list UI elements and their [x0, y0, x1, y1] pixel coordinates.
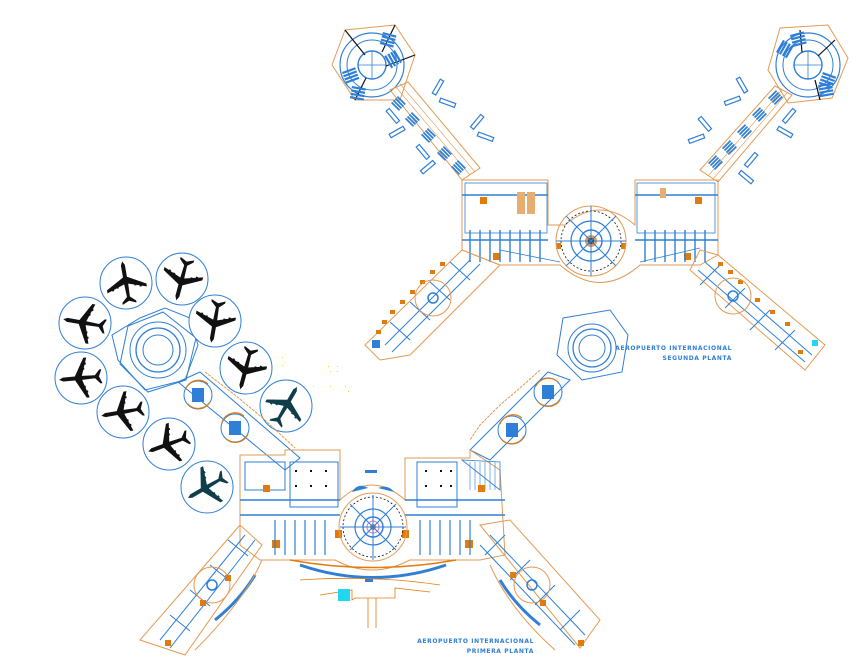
satellite-hexagon: [111, 307, 199, 393]
plan-title-line2: SEGUNDA PLANTA: [662, 355, 732, 362]
upper-left-pod: [331, 24, 416, 101]
upper-central-terminal: [461, 179, 719, 283]
lower-central-terminal: [239, 449, 506, 628]
upper-floor-plan: [331, 24, 849, 371]
aircraft-stand-4: [219, 341, 273, 395]
aircraft-stand-2: [155, 252, 209, 306]
lower-left-pier: [177, 371, 301, 471]
aircraft-stand-3: [188, 294, 242, 348]
lower-right-pier: [469, 309, 629, 461]
aircraft-stand-5: [258, 376, 315, 435]
aircraft-stand-1: [99, 256, 153, 310]
plan-title-primera-planta: AEROPUERTO INTERNACIONAL PRIMERA PLANTA: [410, 637, 534, 657]
aircraft-stand-cluster: [54, 252, 315, 516]
upper-left-pier: [385, 78, 495, 181]
upper-right-pier: [687, 76, 797, 185]
plan-title-line1: AEROPUERTO INTERNACIONAL: [615, 345, 732, 352]
lower-left-wing: [139, 524, 263, 656]
aircraft-stand-9: [141, 417, 196, 471]
lower-right-wing: [479, 519, 601, 651]
upper-left-concourse: [364, 249, 501, 361]
upper-right-pod: [767, 24, 849, 104]
upper-right-concourse: [689, 249, 826, 371]
plan-title-line2: PRIMERA PLANTA: [466, 648, 534, 655]
aircraft-stand-6: [58, 296, 112, 350]
aircraft-stand-7: [54, 351, 108, 405]
aircraft-stand-8: [96, 385, 150, 439]
plan-title-line1: AEROPUERTO INTERNACIONAL: [417, 638, 534, 645]
aircraft-stand-10: [177, 459, 236, 516]
plan-title-segunda-planta: AEROPUERTO INTERNACIONAL SEGUNDA PLANTA: [606, 344, 732, 364]
yellow-markers: [282, 357, 349, 392]
lower-floor-plan: [139, 309, 629, 656]
